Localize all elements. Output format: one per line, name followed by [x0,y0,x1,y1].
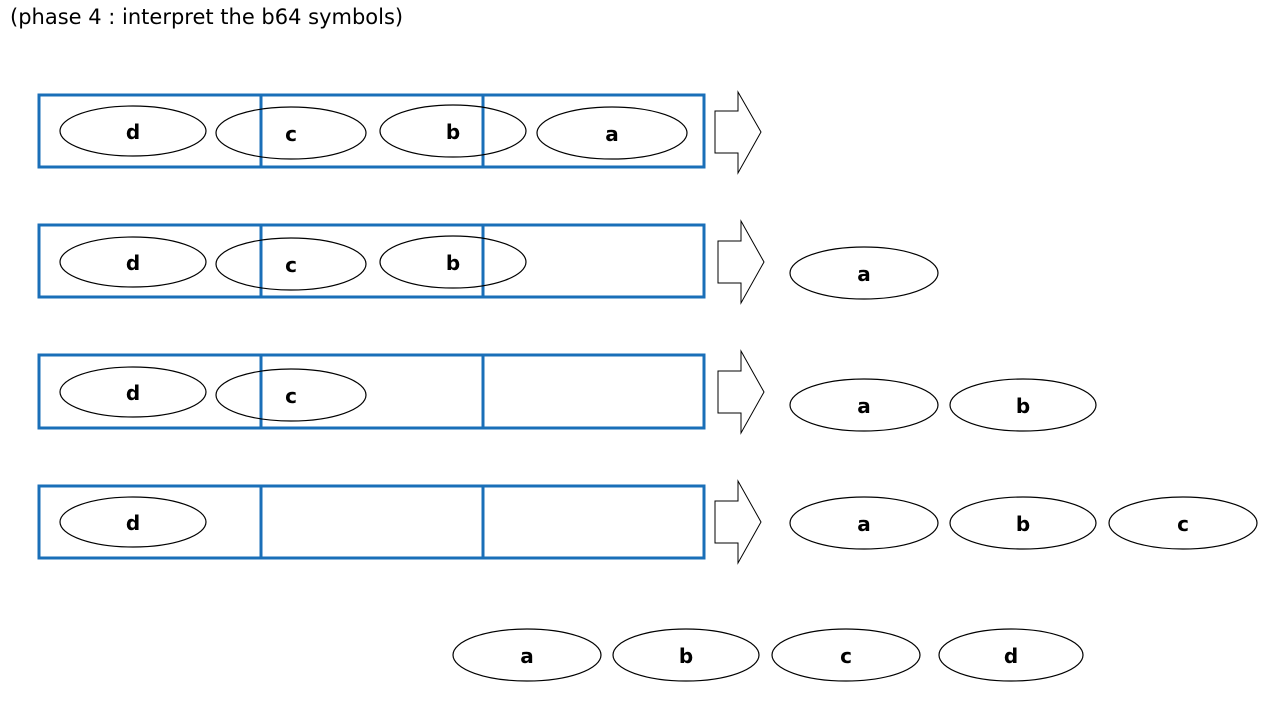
symbol-ellipse: d [59,236,207,288]
row-4: d a b c [37,479,1258,565]
symbol-ellipse: c [215,237,367,291]
symbol-label: b [446,251,460,275]
buffer-box [37,353,706,430]
symbol-ellipse: d [59,496,207,548]
arrow-right-icon [717,349,765,435]
output-symbol-ellipse: a [789,378,939,432]
symbol-label: c [285,384,297,408]
symbol-ellipse: d [59,105,207,157]
symbol-label: c [1177,512,1189,536]
final-symbol-ellipse: b [612,628,760,682]
symbol-label: d [126,251,140,275]
output-symbol-ellipse: b [949,378,1097,432]
symbol-label: b [1016,512,1030,536]
symbol-label: c [840,644,852,668]
output-symbol-ellipse: a [789,496,939,550]
arrow-right-icon [714,90,762,175]
row-2: d c b a [37,219,939,305]
symbol-label: b [446,120,460,144]
symbol-label: d [126,511,140,535]
diagram-title: (phase 4 : interpret the b64 symbols) [10,5,404,29]
buffer-box [37,223,706,299]
buffer-box [37,93,706,169]
symbol-label: d [126,381,140,405]
symbol-label: b [679,644,693,668]
buffer-box [37,484,706,560]
final-symbol-ellipse: d [938,628,1084,682]
symbol-ellipse: b [379,235,527,289]
arrow-right-icon [714,479,762,565]
symbol-ellipse: d [59,366,207,418]
symbol-label: c [285,253,297,277]
arrow-right-icon [717,219,765,305]
symbol-ellipse: c [215,368,367,422]
symbol-label: a [857,262,871,286]
row-1: d c b a [37,90,762,175]
final-symbol-ellipse: a [452,628,602,682]
symbol-label: d [1004,644,1018,668]
output-symbol-ellipse: b [949,496,1097,550]
output-symbol-ellipse: c [1108,496,1258,550]
symbol-ellipse: b [379,104,527,158]
symbol-ellipse: a [536,106,688,160]
final-sequence: a b c d [452,628,1084,682]
symbol-label: a [857,512,871,536]
symbol-label: b [1016,394,1030,418]
symbol-label: a [857,394,871,418]
symbol-label: c [285,122,297,146]
symbol-label: d [126,120,140,144]
final-symbol-ellipse: c [771,628,921,682]
symbol-ellipse: c [215,106,367,160]
symbol-label: a [520,644,534,668]
output-symbol-ellipse: a [789,246,939,300]
row-3: d c a b [37,349,1097,435]
symbol-label: a [605,122,619,146]
